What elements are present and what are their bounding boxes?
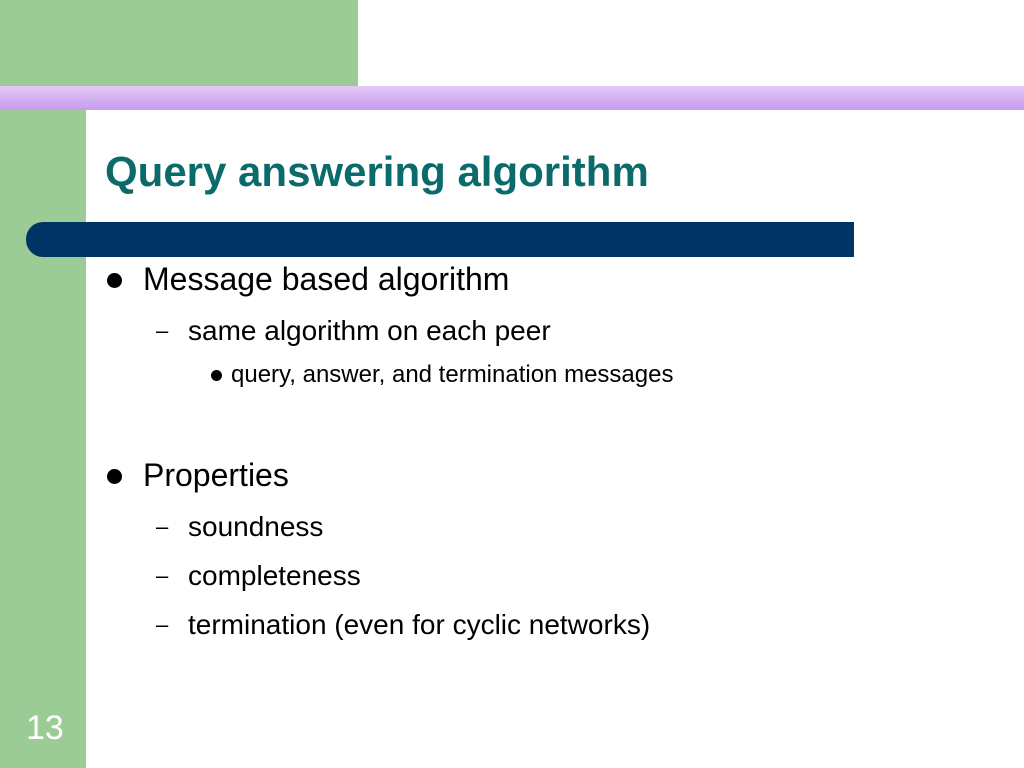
bullet-message-based-algorithm: Message based algorithm [143,261,510,297]
sub-bullet-completeness: completeness [188,560,361,591]
bullet-dot-icon [107,273,122,288]
lavender-band [0,86,1024,110]
sub-bullet-termination: termination (even for cyclic networks) [188,609,651,640]
dash-icon: – [156,514,169,539]
slide-title: Query answering algorithm [105,148,649,195]
title-underline-bar [26,222,854,257]
sub-bullet-soundness: soundness [188,511,324,542]
green-side-bar [0,110,86,768]
sub-sub-bullet-messages: query, answer, and termination messages [231,361,674,388]
bullet-dot-icon [107,469,122,484]
dash-icon: – [156,612,169,637]
green-top-block [0,0,358,86]
dash-icon: – [156,563,169,588]
sub-bullet-same-algorithm: same algorithm on each peer [188,315,551,346]
bullet-dot-icon [211,370,222,381]
dash-icon: – [156,318,169,343]
bullet-properties: Properties [143,457,289,493]
slide-number: 13 [26,709,64,747]
